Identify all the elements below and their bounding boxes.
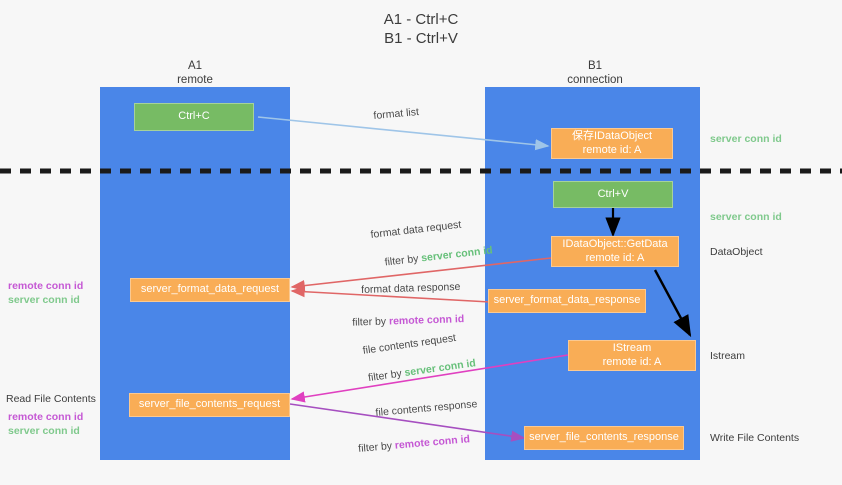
node-server-file-contents-response-label: server_file_contents_response — [529, 431, 679, 444]
node-istream[interactable]: IStream remote id: A — [568, 340, 696, 371]
node-istream-line-2: remote id: A — [602, 355, 662, 368]
node-idataobject-line-1: 保存IDataObject — [571, 130, 653, 142]
node-istream-line-1: IStream — [612, 342, 652, 354]
filter-prefix: filter by — [367, 367, 406, 385]
annotation-remote-conn-id-bottom: remote conn id — [8, 411, 84, 423]
node-server-format-data-request[interactable]: server_format_data_request — [130, 278, 290, 302]
lane-header-b1-subtitle: connection — [567, 74, 623, 86]
diagram-title-line-2: B1 - Ctrl+V — [384, 30, 458, 47]
node-server-format-data-request-label: server_format_data_request — [140, 283, 280, 296]
filter-value-server-conn-id: server conn id — [403, 357, 477, 380]
filter-value-remote-conn-id: remote conn id — [388, 313, 465, 328]
filter-prefix: filter by — [352, 315, 390, 329]
annotation-server-conn-id-left-mid: server conn id — [8, 294, 80, 306]
node-server-file-contents-response[interactable]: server_file_contents_response — [524, 426, 684, 450]
node-ctrl-v-label: Ctrl+V — [597, 187, 629, 200]
lane-header-a1-title: A1 — [187, 60, 203, 72]
annotation-write-file-contents: Write File Contents — [710, 432, 800, 444]
annotation-server-conn-id-top: server conn id — [710, 133, 782, 145]
filter-prefix: filter by — [384, 252, 422, 269]
edge-label-format-data-response: format data response — [361, 280, 461, 296]
node-getdata[interactable]: IDataObject::GetData remote id: A — [551, 236, 679, 267]
node-ctrl-v[interactable]: Ctrl+V — [553, 181, 673, 208]
diagram-title-line-1: A1 - Ctrl+C — [383, 11, 459, 28]
annotation-read-file-contents: Read File Contents — [6, 393, 96, 405]
annotation-server-conn-id-mid: server conn id — [710, 211, 782, 223]
annotation-remote-conn-id-mid: remote conn id — [8, 280, 84, 292]
node-idataobject-line-2: remote id: A — [582, 143, 642, 156]
filter-value-server-conn-id: server conn id — [420, 244, 494, 265]
node-server-format-data-response-label: server_format_data_response — [493, 294, 641, 307]
edge-label-file-contents-response-filter: filter by remote conn id — [345, 420, 472, 470]
node-ctrl-c-label: Ctrl+C — [178, 110, 210, 123]
annotation-dataobject: DataObject — [710, 246, 763, 258]
node-getdata-line-2: remote id: A — [585, 251, 645, 264]
node-server-file-contents-request-label: server_file_contents_request — [138, 398, 281, 411]
node-server-file-contents-request[interactable]: server_file_contents_request — [129, 393, 290, 417]
annotation-istream: Istream — [710, 350, 746, 362]
node-server-format-data-response[interactable]: server_format_data_response — [488, 289, 646, 313]
node-idataobject[interactable]: 保存IDataObject remote id: A — [551, 128, 673, 159]
edge-label-format-list: format list — [373, 106, 420, 122]
filter-value-remote-conn-id: remote conn id — [394, 433, 471, 452]
lane-header-a1-subtitle: remote — [177, 74, 213, 86]
lane-header-b1-title: B1 — [587, 60, 603, 72]
edge-label-file-contents-response: file contents response — [375, 398, 478, 419]
filter-prefix: filter by — [357, 439, 396, 455]
node-getdata-line-1: IDataObject::GetData — [562, 238, 668, 250]
node-ctrl-c[interactable]: Ctrl+C — [134, 103, 254, 131]
annotation-server-conn-id-left-bottom: server conn id — [8, 425, 80, 437]
